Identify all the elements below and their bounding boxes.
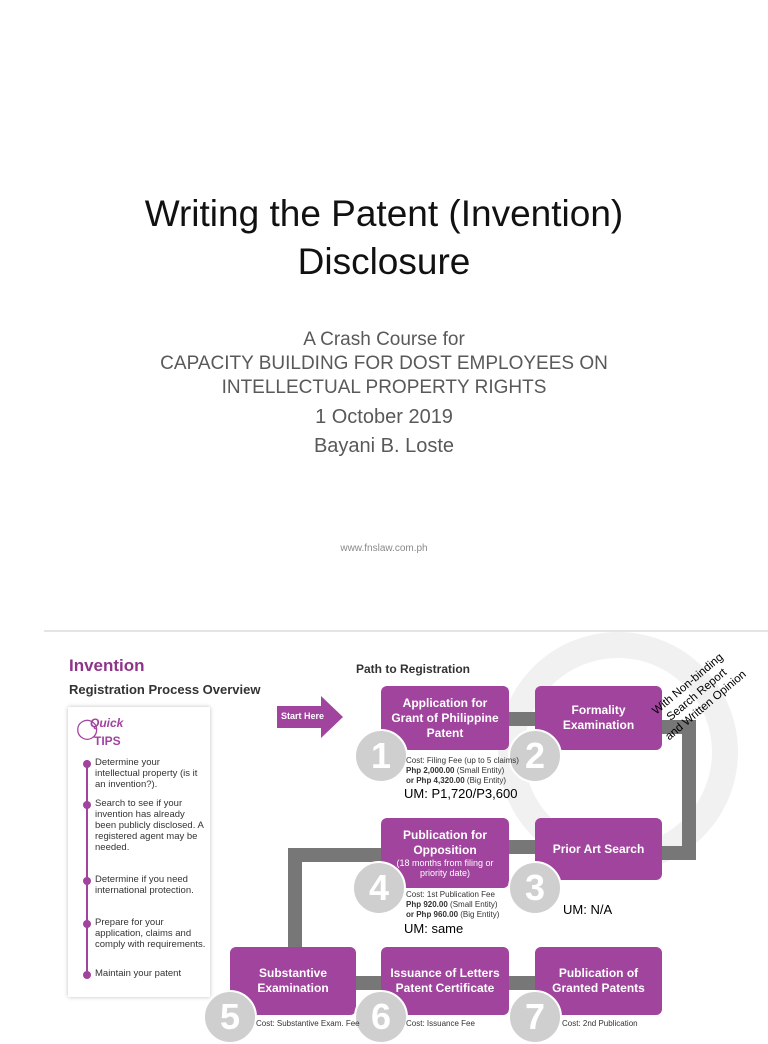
lightbulb-icon: ◯	[76, 718, 99, 740]
connector-left-vertical	[288, 848, 302, 950]
start-label: Start Here	[281, 711, 325, 721]
step-2-box: Formality Examination	[535, 686, 662, 750]
slide-subtitle: A Crash Course for CAPACITY BUILDING FOR…	[0, 328, 768, 458]
step-6-number: 6	[354, 990, 408, 1044]
connector-3-4	[505, 840, 537, 854]
step-3-label: Prior Art Search	[552, 841, 645, 856]
infographic-heading: Invention	[69, 656, 145, 675]
step-1-box: Application for Grant of Philippine Pate…	[381, 686, 509, 750]
slide-title: Writing the Patent (Invention) Disclosur…	[0, 190, 768, 286]
step-3-box: Prior Art Search	[535, 818, 662, 880]
tip-bullet	[83, 801, 91, 809]
step-5-number: 5	[203, 990, 257, 1044]
tip-item: Maintain your patent	[95, 968, 182, 979]
step-1-cost-big-note: (Big Entity)	[464, 776, 507, 785]
connector-right-vertical	[682, 720, 696, 860]
tip-item: Determine if you need international prot…	[95, 874, 194, 896]
step-1-um-note: UM: P1,720/P3,600	[404, 786, 518, 801]
section-divider	[44, 630, 768, 632]
step-5-cost: Cost: Substantive Exam. Fee	[256, 1019, 360, 1028]
step-1-cost-big: or Php 4,320.00	[406, 776, 465, 785]
step-4-number: 4	[352, 861, 406, 915]
slide-url: www.fnslaw.com.ph	[340, 543, 428, 554]
infographic-subheading: Registration Process Overview	[69, 682, 261, 697]
step-1-number: 1	[354, 729, 408, 783]
step-6-box: Issuance of Letters Patent Certificate	[381, 947, 509, 1015]
step-4-cost: Cost: 1st Publication Fee Php 920.00 (Sm…	[406, 890, 526, 920]
tip-bullet	[83, 760, 91, 768]
step-4-label: Publication for Opposition	[403, 828, 487, 857]
connector-3-right	[660, 846, 696, 860]
path-label: Path to Registration	[356, 662, 471, 676]
step-1-cost-line1: Cost: Filing Fee (up to 5 claims)	[406, 756, 519, 765]
step-4-cost-small: Php 920.00	[406, 900, 448, 909]
step-5-label: Substantive Examination	[257, 966, 329, 995]
title-line-1: Writing the Patent (Invention)	[144, 193, 624, 234]
tip-bullet	[83, 877, 91, 885]
step-7-number: 7	[508, 990, 562, 1044]
step-3-number: 3	[508, 861, 562, 915]
tip-item: Determine your intellectual property (is…	[95, 757, 198, 790]
tip-item: Prepare for your application, claims and…	[95, 917, 206, 950]
title-line-2: Disclosure	[297, 241, 471, 282]
tip-bullet	[83, 971, 91, 979]
start-arrow-icon	[277, 696, 343, 738]
step-1-cost: Cost: Filing Fee (up to 5 claims) Php 2,…	[406, 756, 534, 786]
step-7-label: Publication of Granted Patents	[552, 966, 645, 995]
quick-tips-title: Quick	[90, 716, 124, 730]
tip-item: Search to see if your invention has alre…	[95, 798, 204, 853]
tip-bullet	[83, 920, 91, 928]
step-4-cost-big: or Php 960.00	[406, 910, 459, 919]
step-7-cost: Cost: 2nd Publication	[562, 1019, 638, 1028]
step-6-label: Issuance of Letters Patent Certificate	[390, 966, 500, 995]
step-2-label: Formality Examination	[562, 703, 635, 732]
step-4-cost-big-note: (Big Entity)	[458, 910, 500, 919]
step-2-number: 2	[508, 729, 562, 783]
subtitle-line-2: CAPACITY BUILDING FOR DOST EMPLOYEES ON	[160, 353, 608, 374]
quick-tips-panel	[68, 707, 210, 997]
step-1-label: Application for Grant of Philippine Pate…	[391, 695, 499, 740]
connector-1-2	[505, 712, 537, 726]
step-3-um-note: UM: N/A	[563, 902, 613, 917]
tips-timeline	[86, 760, 88, 976]
step-6-cost: Cost: Issuance Fee	[406, 1019, 475, 1028]
step-4-cost-small-note: (Small Entity)	[447, 900, 498, 909]
step-4-sub: (18 months from filing or priority date)	[396, 858, 494, 878]
quick-tips-subtitle: TIPS	[94, 734, 121, 748]
step-1-cost-small: Php 2,000.00	[406, 766, 455, 775]
connector-5-6	[355, 976, 387, 990]
presenter-name: Bayani B. Loste	[313, 435, 455, 457]
step-1-cost-small-note: (Small Entity)	[454, 766, 505, 775]
connector-6-7	[505, 976, 537, 990]
subtitle-line-1: A Crash Course for	[303, 329, 465, 350]
step-4-um-note: UM: same	[404, 921, 464, 936]
presentation-date: 1 October 2019	[315, 406, 453, 428]
connector-4-left	[288, 848, 383, 862]
step-4-cost-line1: Cost: 1st Publication Fee	[406, 890, 495, 899]
subtitle-line-3: INTELLECTUAL PROPERTY RIGHTS	[221, 377, 547, 398]
